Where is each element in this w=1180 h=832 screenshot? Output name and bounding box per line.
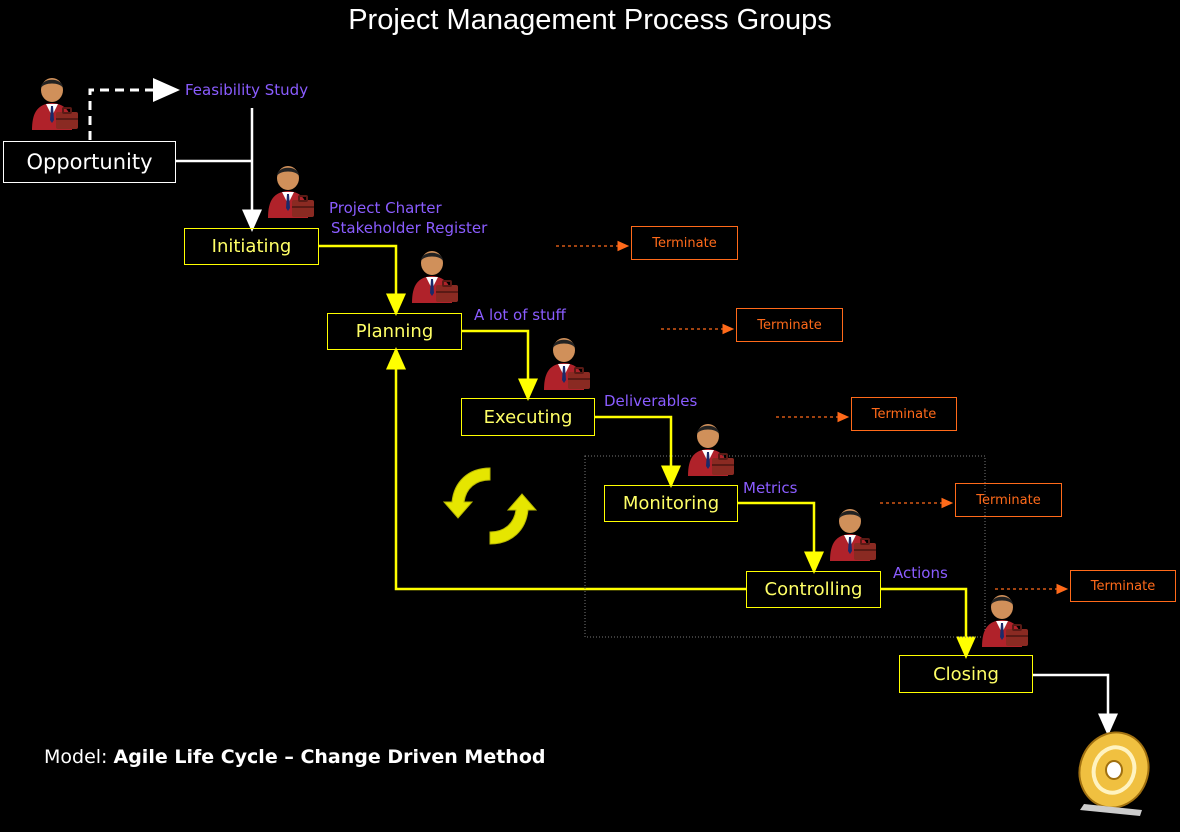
model-caption: Model: Agile Life Cycle – Change Driven … (44, 746, 545, 768)
stage-executing: Executing (461, 398, 595, 436)
terminate-box: Terminate (955, 483, 1062, 517)
terminate-box: Terminate (1070, 570, 1176, 602)
page-title: Project Management Process Groups (348, 4, 832, 36)
terminate-box: Terminate (631, 226, 738, 260)
feasibility-study-label: Feasibility Study (185, 81, 309, 99)
output-actions: Actions (893, 564, 948, 582)
terminate-box: Terminate (736, 308, 843, 342)
businessman-icon (687, 423, 735, 477)
stage-controlling: Controlling (746, 571, 881, 608)
businessman-icon (543, 337, 591, 391)
output-stakeholder-register: Stakeholder Register (331, 219, 488, 237)
stage-monitoring: Monitoring (604, 485, 738, 522)
disc-icon (1078, 731, 1150, 816)
output-planning: A lot of stuff (474, 306, 566, 324)
stage-initiating: Initiating (184, 228, 319, 265)
model-prefix: Model: (44, 746, 108, 768)
output-metrics: Metrics (743, 479, 798, 497)
stage-closing: Closing (899, 655, 1033, 693)
model-name: Agile Life Cycle – Change Driven Method (113, 746, 546, 768)
cycle-arrows-icon (442, 467, 538, 545)
businessman-icon (31, 77, 79, 131)
opportunity-box: Opportunity (3, 141, 176, 183)
stage-planning: Planning (327, 313, 462, 350)
businessman-icon (267, 165, 315, 219)
output-deliverables: Deliverables (604, 392, 698, 410)
businessman-icon (829, 508, 877, 562)
businessman-icon (981, 594, 1029, 648)
businessman-icon (411, 250, 459, 304)
output-project-charter: Project Charter (329, 199, 442, 217)
terminate-box: Terminate (851, 397, 957, 431)
